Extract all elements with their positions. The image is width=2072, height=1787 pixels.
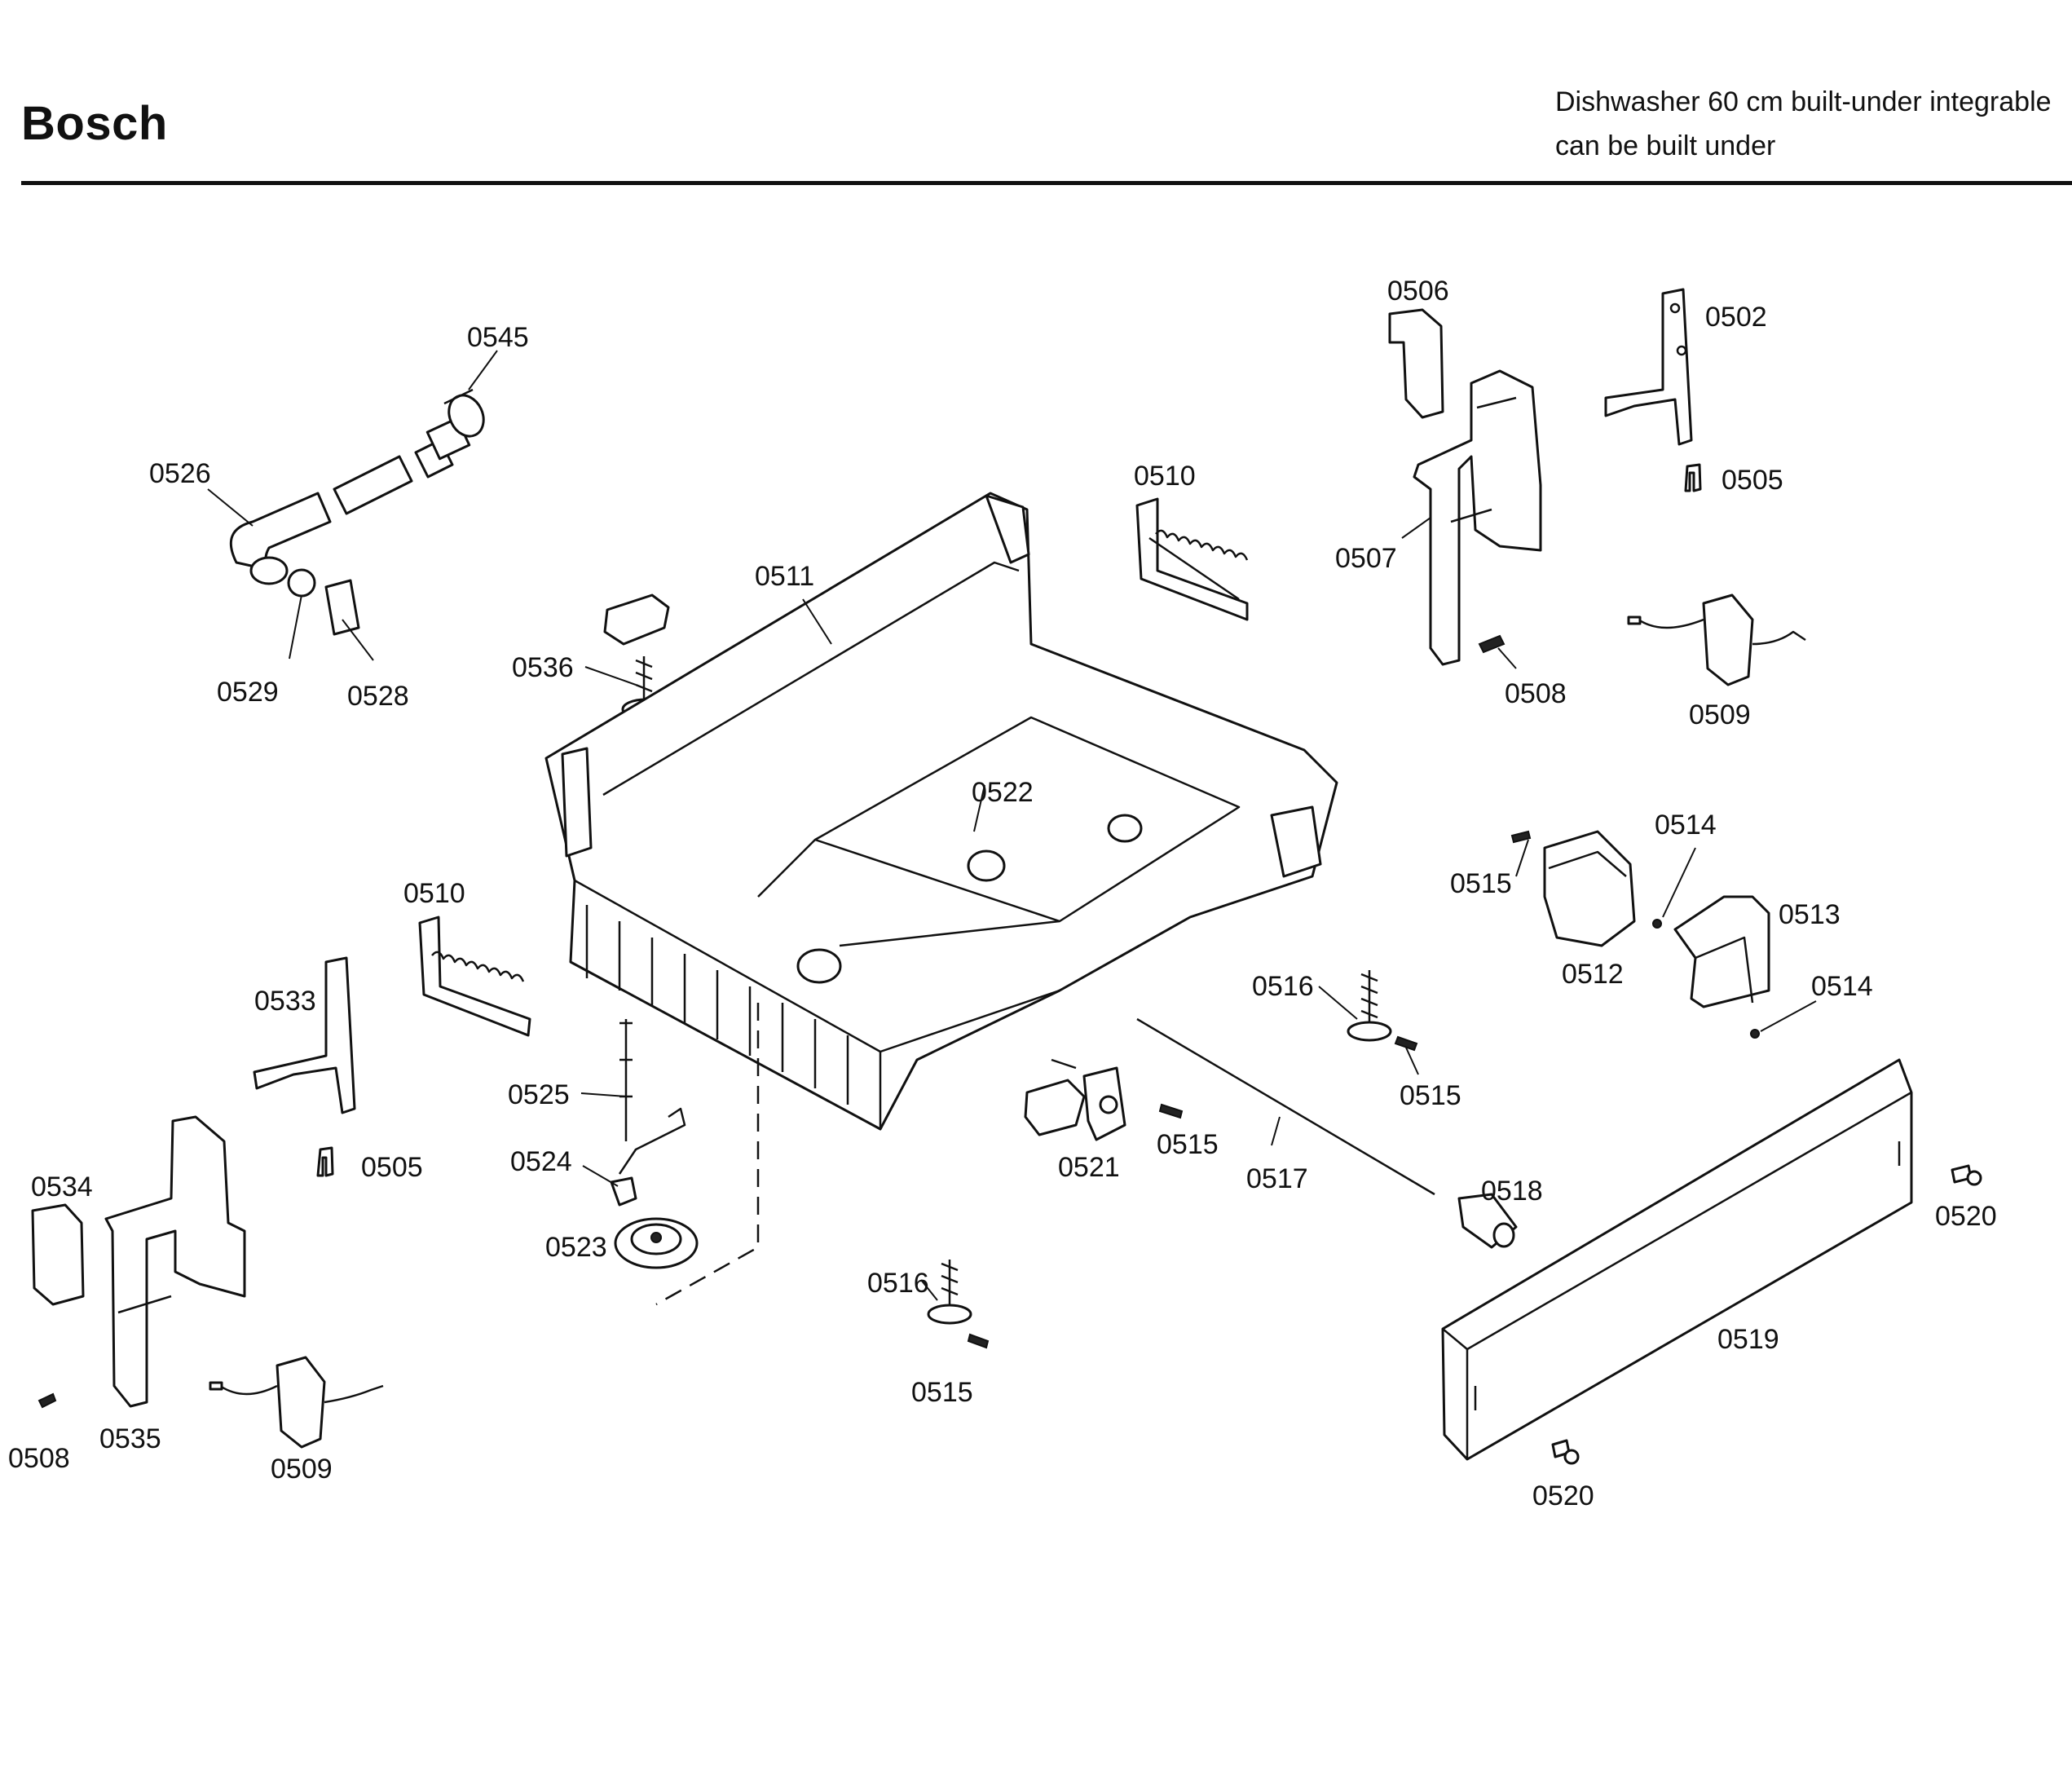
callout-0515-middle: 0515 (1400, 1080, 1461, 1111)
leveling-foot-part (1347, 970, 1392, 1042)
hinge-arm-part (253, 956, 356, 1114)
callout-0545: 0545 (467, 322, 529, 353)
callout-0515-right: 0515 (1450, 868, 1512, 899)
callout-0520-lower: 0520 (1532, 1480, 1594, 1511)
callout-0502: 0502 (1705, 302, 1767, 333)
callout-0528: 0528 (347, 681, 409, 712)
screw-part (967, 1333, 990, 1349)
leader-line (207, 488, 253, 527)
hinge-arm-part (1604, 288, 1693, 446)
callout-0516-middle: 0516 (1252, 971, 1314, 1002)
sensor-part (1627, 593, 1806, 686)
sensor-part (209, 1356, 384, 1449)
callout-0516-lower: 0516 (867, 1268, 929, 1299)
leader-line (468, 350, 498, 390)
hinge-cover-part (1388, 308, 1444, 419)
callout-0513: 0513 (1779, 899, 1841, 930)
screw-part (1478, 634, 1506, 654)
callout-0506: 0506 (1387, 276, 1449, 307)
callout-0515-lower: 0515 (911, 1377, 973, 1408)
base-tub-part (544, 492, 1338, 1131)
screw-part (1750, 1029, 1760, 1039)
callout-0534: 0534 (31, 1171, 93, 1202)
leader-line (1318, 986, 1358, 1020)
roller-part (1457, 1193, 1518, 1249)
leader-line (1497, 647, 1517, 669)
inlet-valve-part (1024, 1058, 1126, 1141)
callout-0505-upper: 0505 (1722, 465, 1783, 496)
callout-0518: 0518 (1481, 1176, 1543, 1207)
callout-0510-lower: 0510 (403, 878, 465, 909)
clip-part (316, 1146, 334, 1177)
leader-line (1662, 847, 1696, 918)
callout-0508-upper: 0508 (1505, 678, 1567, 709)
screw-part (1394, 1035, 1418, 1052)
callout-0535: 0535 (99, 1423, 161, 1454)
callout-0526: 0526 (149, 458, 211, 489)
callout-0509-lower: 0509 (271, 1454, 333, 1485)
leader-line (580, 1092, 627, 1097)
callout-0524: 0524 (510, 1146, 572, 1177)
callout-0519: 0519 (1717, 1324, 1779, 1355)
drain-hose-part (229, 388, 485, 636)
leader-line (1405, 1047, 1419, 1075)
control-module-part (1543, 830, 1636, 947)
leader-line (1760, 1000, 1817, 1032)
leveling-foot-part (927, 1260, 972, 1325)
callout-0511: 0511 (755, 561, 814, 592)
screw-part (1951, 1164, 1982, 1186)
pump-shaft-part (619, 1019, 633, 1141)
leader-line (289, 594, 302, 660)
spring-bracket-upper-part (1135, 497, 1249, 621)
callout-0514-lower: 0514 (1811, 971, 1873, 1002)
screw-part (1510, 830, 1532, 844)
callout-0507: 0507 (1335, 543, 1397, 574)
hinge-bracket-part (1413, 369, 1542, 666)
callout-0510-upper: 0510 (1134, 461, 1196, 492)
leader-line (1401, 517, 1431, 539)
leader-line (920, 1279, 938, 1301)
leader-line (584, 666, 637, 686)
leader-line (1271, 1116, 1281, 1146)
model-description-line-2: can be built under (1555, 130, 1776, 161)
hinge-cover-part (31, 1203, 85, 1306)
callout-0529: 0529 (217, 677, 279, 708)
hinge-bracket-part (104, 1115, 246, 1408)
leader-line (802, 598, 832, 645)
assembly-line (655, 1003, 760, 1306)
callout-0508-lower: 0508 (8, 1443, 70, 1474)
callout-0533: 0533 (254, 986, 316, 1017)
callout-0536: 0536 (512, 652, 574, 683)
kick-plate-part (1441, 1058, 1913, 1461)
callout-0521: 0521 (1058, 1152, 1120, 1183)
callout-0514-upper: 0514 (1655, 810, 1717, 841)
screw-part (1158, 1103, 1184, 1119)
screw-part (37, 1392, 57, 1409)
callout-0505-lower: 0505 (361, 1152, 423, 1183)
callout-0522: 0522 (972, 777, 1034, 808)
leader-line (973, 784, 985, 832)
spring-bracket-lower-part (418, 916, 531, 1037)
callout-0509-upper: 0509 (1689, 699, 1751, 730)
clip-part (1684, 463, 1702, 492)
header-divider (21, 181, 2072, 185)
leader-line (1515, 839, 1529, 877)
screw-part (1551, 1439, 1580, 1465)
callout-0525: 0525 (508, 1079, 570, 1110)
callout-0523: 0523 (545, 1232, 607, 1263)
screw-part (1652, 919, 1662, 929)
callout-0520-right: 0520 (1935, 1201, 1997, 1232)
callout-0512: 0512 (1562, 959, 1624, 990)
callout-0515-valve: 0515 (1157, 1129, 1219, 1160)
brand-title: Bosch (21, 97, 168, 150)
sensor-wire-part (610, 1107, 686, 1207)
leader-line (582, 1165, 619, 1187)
leader-line (342, 619, 374, 661)
connecting-rod-part (1136, 1017, 1435, 1196)
module-cover-part (1673, 895, 1770, 1008)
model-description-line-1: Dishwasher 60 cm built-under integrable (1555, 86, 2052, 117)
callout-0517: 0517 (1246, 1163, 1308, 1194)
pump-wheel-part (614, 1217, 699, 1269)
